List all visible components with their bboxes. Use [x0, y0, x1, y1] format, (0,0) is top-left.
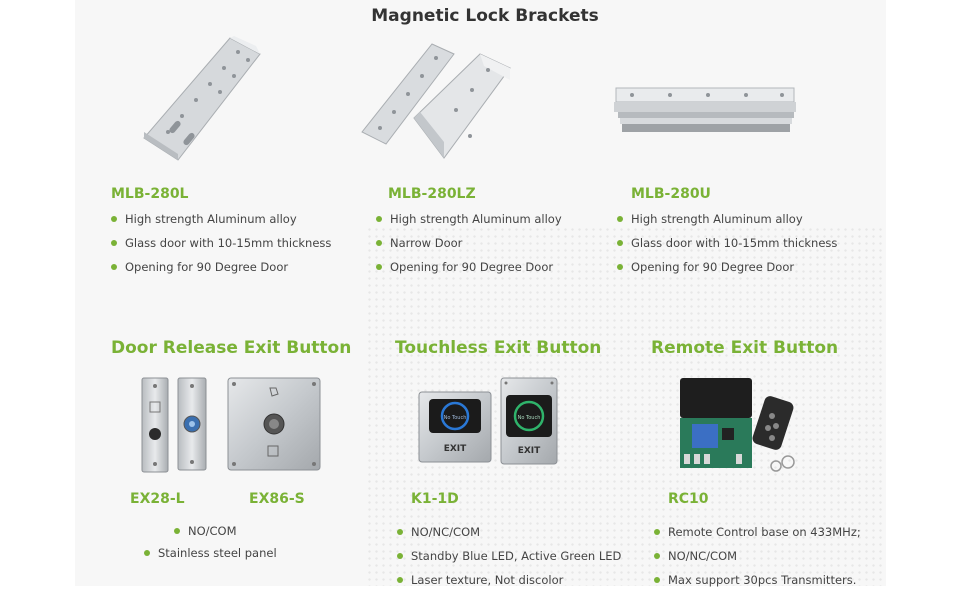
mlb-280l-model: MLB-280L [111, 186, 189, 202]
list-item: Glass door with 10-15mm thickness [111, 235, 331, 259]
page-title: Magnetic Lock Brackets [371, 6, 599, 26]
mlb-280lz-features: High strength Aluminum alloy Narrow Door… [376, 211, 562, 283]
list-item: Glass door with 10-15mm thickness [617, 235, 837, 259]
list-item: Opening for 90 Degree Door [376, 259, 562, 283]
mlb-280u-model: MLB-280U [631, 186, 711, 202]
list-item: Narrow Door [376, 235, 562, 259]
list-item: Max support 30pcs Transmitters. [654, 572, 861, 596]
ex86-s-model: EX86-S [249, 491, 305, 507]
door-release-features: NO/COM Stainless steel panel [144, 523, 277, 569]
rc10-model: RC10 [668, 491, 709, 507]
list-item: Opening for 90 Degree Door [111, 259, 331, 283]
mlb-280u-features: High strength Aluminum alloy Glass door … [617, 211, 837, 283]
exit-label: EXIT [444, 444, 467, 454]
touchless-title: Touchless Exit Button [395, 338, 602, 358]
k1-1d-image-2: No Touch EXIT [500, 377, 558, 465]
k1-1d-model: K1-1D [411, 491, 459, 507]
list-item: Stainless steel panel [144, 545, 277, 569]
mlb-280lz-model: MLB-280LZ [388, 186, 476, 202]
sensor-label: No Touch [444, 415, 467, 421]
k1-1d-image-1: No Touch EXIT [418, 391, 492, 463]
remote-title: Remote Exit Button [651, 338, 839, 358]
rc10-image [680, 378, 795, 472]
sensor-label: No Touch [518, 415, 541, 421]
ex28-l-model: EX28-L [130, 491, 185, 507]
list-item: Opening for 90 Degree Door [617, 259, 837, 283]
ex86-s-image [227, 377, 321, 471]
list-item: Laser texture, Not discolor [397, 572, 621, 596]
list-item: High strength Aluminum alloy [617, 211, 837, 235]
mlb-280l-features: High strength Aluminum alloy Glass door … [111, 211, 331, 283]
door-release-title: Door Release Exit Button [111, 338, 352, 358]
ex28-l-image [141, 377, 207, 473]
list-item: High strength Aluminum alloy [111, 211, 331, 235]
list-item: Standby Blue LED, Active Green LED [397, 548, 621, 572]
list-item: NO/NC/COM [397, 524, 621, 548]
list-item: Remote Control base on 433MHz; [654, 524, 861, 548]
mlb-280lz-image [361, 43, 511, 159]
touchless-features: NO/NC/COM Standby Blue LED, Active Green… [397, 524, 621, 596]
mlb-280u-image [614, 87, 796, 132]
list-item: High strength Aluminum alloy [376, 211, 562, 235]
exit-label: EXIT [518, 446, 541, 456]
remote-features: Remote Control base on 433MHz; NO/NC/COM… [654, 524, 861, 596]
list-item: NO/COM [174, 523, 277, 545]
list-item: NO/NC/COM [654, 548, 861, 572]
mlb-280l-image [143, 36, 261, 161]
